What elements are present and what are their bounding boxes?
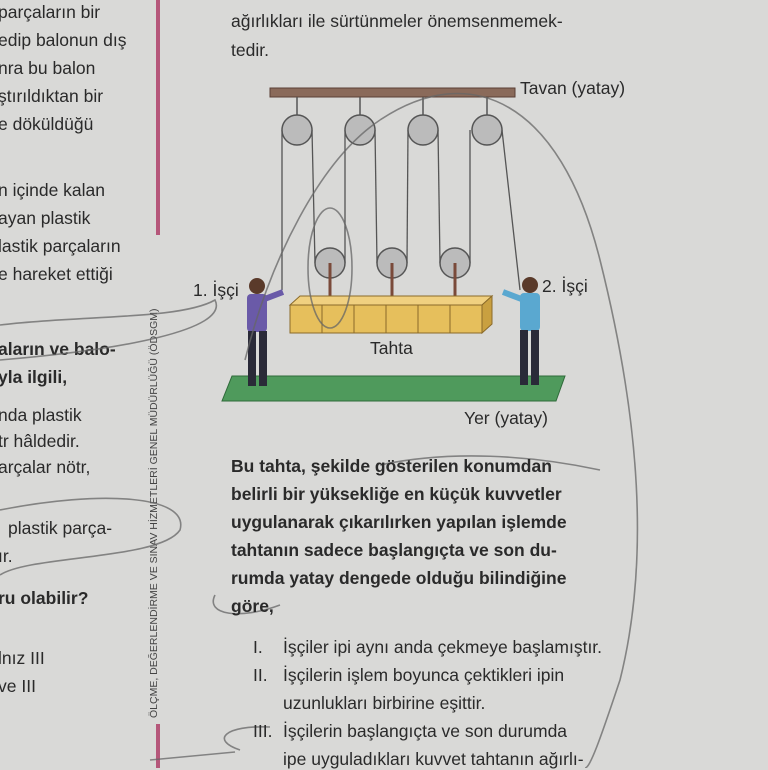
text-line: edip balonun dış bbox=[0, 30, 127, 50]
board bbox=[288, 294, 494, 335]
statement-text: İşçiler ipi aynı anda çekmeye başlamıştı… bbox=[283, 637, 603, 657]
text-line: ayan plastik bbox=[0, 208, 91, 228]
question-line: uygulanarak çıkarılırken yapılan işlemde bbox=[231, 512, 567, 532]
statement-3: III. İşçilerin başlangıçta ve son durumda bbox=[253, 721, 567, 742]
statement-text: uzunlukları birbirine eşittir. bbox=[283, 693, 486, 713]
text-line: nda plastik bbox=[0, 405, 82, 425]
text-line: lastik parçaların bbox=[0, 236, 121, 256]
statement-number: I. bbox=[253, 637, 263, 657]
statement-text: İşçilerin işlem boyunca çektikleri ipin bbox=[283, 665, 565, 685]
question-line: rumda yatay dengede olduğu bilindiğine bbox=[231, 568, 567, 588]
question-line: Bu tahta, şekilde gösterilen konumdan bbox=[231, 456, 552, 476]
worker-1-label: 1. İşçi bbox=[193, 280, 239, 300]
statement-text: ipe uyguladıkları kuvvet tahtanın ağırlı… bbox=[283, 749, 584, 769]
worker-2-label: 2. İşçi bbox=[542, 276, 588, 296]
text-line: plastik parça- bbox=[8, 518, 113, 538]
ceiling-label: Tavan (yatay) bbox=[520, 78, 626, 98]
statement-text: İşçilerin başlangıçta ve son durumda bbox=[283, 721, 568, 741]
statement-2: II. İşçilerin işlem boyunca çektikleri ip… bbox=[253, 665, 564, 686]
text-line: parçaların bir bbox=[0, 2, 101, 22]
text-line: aların ve balo- bbox=[0, 339, 116, 359]
ground-label: Yer (yatay) bbox=[464, 408, 548, 428]
ground bbox=[221, 375, 566, 402]
statement-number: III. bbox=[253, 721, 273, 741]
ceiling-bar bbox=[269, 87, 516, 98]
option-text: ve III bbox=[0, 676, 36, 696]
statement-number: II. bbox=[253, 665, 268, 685]
question-line: belirli bir yüksekliğe en küçük kuvvetle… bbox=[231, 484, 562, 504]
margin-accent-bar bbox=[156, 0, 160, 235]
text-line: nra bu balon bbox=[0, 58, 96, 78]
text-line: ır. bbox=[0, 546, 13, 566]
top-pulleys bbox=[281, 97, 503, 146]
intro-line: tedir. bbox=[231, 40, 269, 60]
option-text: lnız III bbox=[0, 648, 45, 668]
ropes bbox=[281, 129, 521, 291]
question-line: göre, bbox=[231, 596, 274, 616]
bottom-pulleys bbox=[314, 247, 471, 298]
margin-accent-bar bbox=[156, 724, 160, 768]
pencil-marks bbox=[0, 92, 639, 768]
text-line: arçalar nötr, bbox=[0, 457, 91, 477]
question-line: tahtanın sadece başlangıçta ve son du- bbox=[231, 540, 557, 560]
question-text: ru olabilir? bbox=[0, 588, 89, 608]
board-label: Tahta bbox=[370, 338, 413, 358]
text-line: tr hâldedir. bbox=[0, 431, 80, 451]
intro-line: ağırlıkları ile sürtünmeler önemsenmemek… bbox=[231, 11, 563, 31]
text-line: n içinde kalan bbox=[0, 180, 106, 200]
text-line: yla ilgili, bbox=[0, 367, 68, 387]
text-line: e döküldüğü bbox=[0, 114, 94, 134]
worker-2 bbox=[501, 277, 540, 385]
statement-1: I. İşçiler ipi aynı anda çekmeye başlamış… bbox=[253, 637, 602, 658]
text-line: e hareket ettiği bbox=[0, 264, 113, 284]
text-line: ştırıldıktan bir bbox=[0, 86, 104, 106]
